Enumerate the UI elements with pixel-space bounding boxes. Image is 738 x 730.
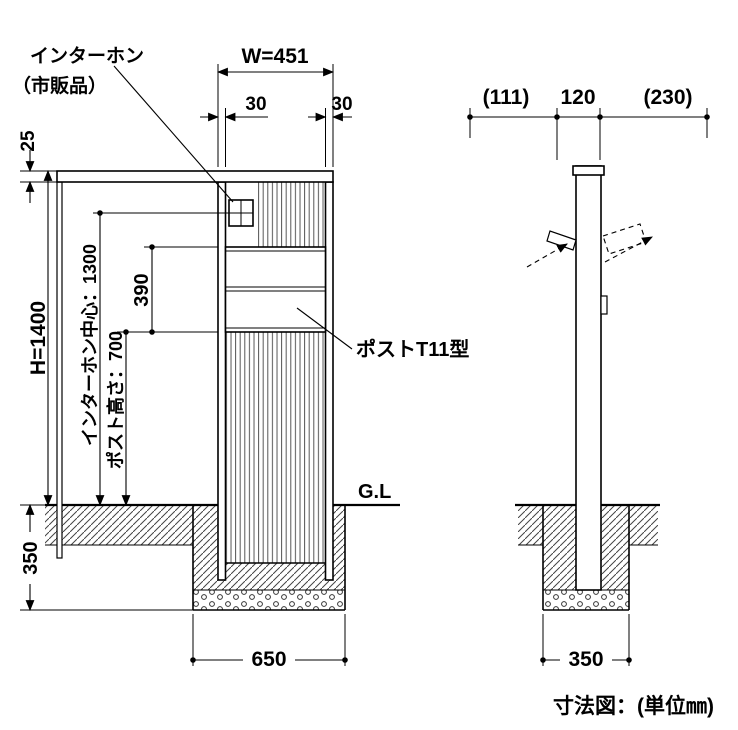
dim-footing-width-front-label: 650 — [251, 648, 286, 671]
dim-embed-depth-label: 350 — [20, 541, 42, 574]
units-caption: 寸法図：(単位㎜) — [553, 694, 714, 718]
intercom-label-line2: （市販品） — [12, 74, 107, 97]
dim-offset-right-label: 30 — [331, 94, 352, 115]
panel-slats-upper — [257, 182, 326, 247]
dim-width: W=451 — [216, 45, 335, 167]
dim-offset-left-label: 30 — [245, 94, 266, 115]
dim-intercom-center-label: インターホン中心：1300 — [79, 244, 100, 446]
post-model-leader-line — [296, 307, 353, 350]
intercom-label-line1: インターホン — [30, 45, 144, 67]
post-side — [575, 165, 602, 591]
takeout-direction-rear-dashed — [604, 236, 653, 263]
dim-footing-width-front: 650 — [190, 614, 348, 671]
dim-side-front-offset-label: (111) — [483, 86, 530, 109]
dim-side-rear-offset-label: (230) — [643, 86, 692, 109]
side-view: (111) 120 (230) 350 — [467, 86, 710, 671]
dim-offset-left: 30 — [200, 94, 268, 167]
dim-post-height-label: ポスト高さ：700 — [105, 331, 126, 469]
post-model-label: ポストT11型 — [356, 337, 469, 361]
dim-total-height-label: H=1400 — [27, 301, 50, 375]
dim-box-height: 390 — [131, 244, 218, 335]
ground-line-label: G.L — [358, 481, 391, 503]
dim-intercom-center: インターホン中心：1300 — [79, 210, 229, 507]
dim-side-depth-label: 120 — [560, 86, 595, 109]
gravel-base-front — [193, 590, 345, 610]
dim-footing-width-side-label: 350 — [568, 648, 603, 671]
insert-direction-front-dashed — [526, 243, 568, 268]
intercom-side-profile — [546, 230, 577, 251]
panel-slats-lower — [225, 332, 326, 563]
dim-box-height-label: 390 — [131, 273, 153, 306]
mailbox-outline — [224, 246, 327, 333]
frame-column-right — [324, 181, 334, 581]
door-swing-dashed — [602, 223, 647, 255]
front-view: W=451 30 30 25 H=1400 — [12, 45, 469, 671]
soil-hatch-side-left — [518, 505, 543, 545]
dim-embed-depth: 350 — [19, 503, 193, 612]
dim-width-label: W=451 — [241, 45, 308, 68]
support-post-left — [56, 181, 63, 559]
intercom-leader-line — [113, 65, 234, 203]
frame-column-left — [217, 181, 227, 581]
gravel-base-side — [543, 590, 629, 610]
latch-detail-side — [600, 295, 608, 315]
dim-total-height: H=1400 — [27, 169, 53, 507]
soil-hatch-side-right — [629, 505, 658, 545]
post-cap-side — [572, 165, 605, 176]
dim-footing-width-side: 350 — [540, 614, 632, 671]
dim-cap-thickness: 25 — [18, 130, 57, 203]
intercom-box — [228, 199, 254, 227]
dim-offset-right: 30 — [308, 94, 353, 167]
mailbox-body — [224, 246, 327, 333]
dim-side-top: (111) 120 (230) — [467, 86, 710, 160]
soil-hatch-left — [45, 505, 193, 545]
dim-cap-thickness-label: 25 — [18, 130, 39, 152]
top-cap — [56, 170, 334, 183]
dim-post-height: ポスト高さ：700 — [105, 329, 218, 507]
